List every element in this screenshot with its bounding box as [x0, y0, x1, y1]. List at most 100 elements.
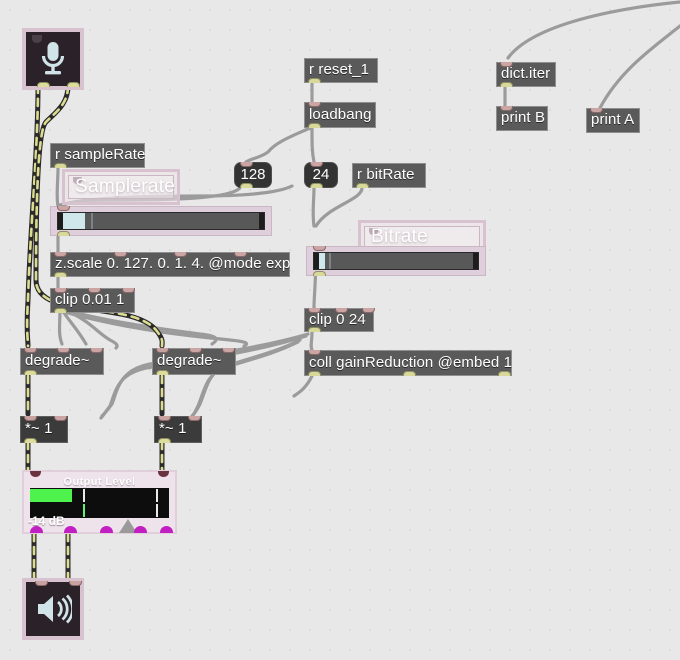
number-box-24[interactable]: 24 — [304, 162, 338, 188]
outlet[interactable] — [308, 78, 321, 83]
inlet[interactable] — [240, 162, 253, 167]
output-level-panel[interactable]: Output Level -14 dB — [22, 470, 177, 534]
object-zscale[interactable]: z.scale 0. 127. 0. 1. 4. @mode exp — [50, 252, 290, 277]
slider-track[interactable] — [57, 212, 265, 230]
inlet[interactable] — [222, 348, 235, 353]
object-degrade-left[interactable]: degrade~ — [20, 348, 104, 375]
outlet[interactable] — [498, 371, 511, 376]
inlet[interactable] — [69, 581, 82, 586]
inlet[interactable] — [308, 308, 321, 313]
outlet[interactable] — [37, 82, 50, 87]
meter-level-fill — [30, 489, 72, 502]
outlet[interactable] — [308, 371, 321, 376]
outlet[interactable] — [30, 526, 43, 533]
bitrate-slider[interactable] — [306, 246, 486, 276]
object-text: loadbang — [309, 105, 372, 123]
object-mult-right[interactable]: *~ 1 — [154, 416, 202, 443]
inlet[interactable] — [156, 348, 169, 353]
inlet[interactable] — [30, 471, 41, 477]
inlet[interactable] — [114, 252, 127, 257]
outlet[interactable] — [54, 308, 67, 313]
inlet[interactable] — [54, 252, 67, 257]
outlet[interactable] — [160, 526, 173, 533]
inlet[interactable] — [590, 108, 603, 113]
object-r-reset[interactable]: r reset_1 — [304, 58, 378, 83]
slider-knob[interactable] — [328, 253, 331, 269]
inlet[interactable] — [308, 102, 321, 107]
outlet[interactable] — [134, 526, 147, 533]
samplerate-slider[interactable] — [50, 206, 272, 236]
object-dict-iter[interactable]: dict.iter — [496, 62, 556, 87]
object-print-b[interactable]: print B — [496, 106, 548, 131]
outlet[interactable] — [24, 438, 37, 443]
outlet[interactable] — [54, 272, 67, 277]
outlet[interactable] — [156, 370, 169, 375]
object-print-a[interactable]: print A — [586, 108, 640, 133]
outlet[interactable] — [158, 438, 171, 443]
inlet[interactable] — [158, 416, 171, 421]
outlet[interactable] — [54, 163, 67, 168]
inlet[interactable] — [24, 416, 37, 421]
number-box-128[interactable]: 128 — [234, 162, 272, 188]
object-degrade-right[interactable]: degrade~ — [152, 348, 236, 375]
outlet[interactable] — [500, 82, 513, 87]
inlet[interactable] — [500, 106, 513, 111]
inlet[interactable] — [57, 348, 70, 353]
object-r-bitrate[interactable]: r bitRate — [352, 163, 426, 188]
object-text: r reset_1 — [309, 61, 370, 78]
object-coll[interactable]: coll gainReduction @embed 1 — [304, 350, 512, 376]
inlet[interactable] — [57, 206, 70, 211]
inlet[interactable] — [122, 288, 135, 293]
comment-handle — [369, 228, 378, 235]
comment-text: Bitrate — [371, 226, 429, 247]
outlet[interactable] — [57, 231, 70, 236]
inlet[interactable] — [35, 581, 48, 586]
inlet[interactable] — [158, 471, 169, 477]
outlet[interactable] — [356, 183, 369, 188]
inlet[interactable] — [234, 252, 247, 257]
inlet[interactable] — [24, 348, 37, 353]
meter-tick-right — [156, 489, 159, 502]
inlet[interactable] — [313, 246, 326, 251]
inlet[interactable] — [335, 308, 348, 313]
object-r-samplerate[interactable]: r sampleRate — [50, 143, 145, 168]
audio-output-device[interactable] — [22, 578, 84, 640]
outlet[interactable] — [308, 327, 321, 332]
inlet[interactable] — [500, 62, 513, 67]
object-text: z.scale 0. 127. 0. 1. 4. @mode exp — [55, 255, 291, 272]
outlet[interactable] — [64, 526, 77, 533]
audio-input-device[interactable] — [22, 28, 84, 90]
object-clip-001-1[interactable]: clip 0.01 1 — [50, 288, 135, 313]
meter-title: Output Level — [63, 476, 136, 488]
meter-slider-thumb[interactable] — [119, 519, 138, 533]
object-loadbang[interactable]: loadbang — [304, 102, 376, 128]
slider-fill — [314, 253, 326, 269]
inlet[interactable] — [308, 350, 321, 355]
inlet[interactable] — [54, 288, 67, 293]
inlet[interactable] — [174, 252, 187, 257]
outlet[interactable] — [313, 271, 326, 276]
inlet[interactable] — [362, 308, 375, 313]
slider-track[interactable] — [313, 252, 479, 270]
outlet[interactable] — [308, 123, 321, 128]
inlet[interactable] — [189, 348, 202, 353]
outlet[interactable] — [24, 370, 37, 375]
outlet[interactable] — [403, 371, 416, 376]
object-text: degrade~ — [157, 352, 222, 369]
object-mult-left[interactable]: *~ 1 — [20, 416, 68, 443]
object-clip-0-24[interactable]: clip 0 24 — [304, 308, 375, 332]
inlet[interactable] — [54, 416, 67, 421]
outlet[interactable] — [240, 183, 253, 188]
inlet[interactable] — [88, 288, 101, 293]
outlet[interactable] — [100, 526, 113, 533]
outlet[interactable] — [310, 183, 323, 188]
comment-samplerate[interactable]: Samplerate — [62, 169, 180, 205]
inlet[interactable] — [90, 348, 103, 353]
inlet[interactable] — [188, 416, 201, 421]
slider-knob[interactable] — [90, 213, 93, 229]
object-text: r bitRate — [357, 166, 415, 183]
inlet[interactable] — [310, 162, 323, 167]
outlet[interactable] — [67, 82, 80, 87]
microphone-icon — [41, 42, 65, 75]
